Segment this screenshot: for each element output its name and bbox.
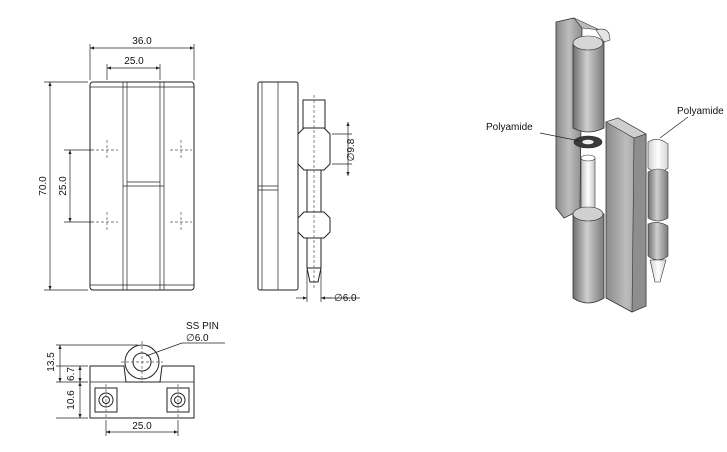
top-height-lower-label: 10.6 <box>66 390 77 410</box>
front-width-overall-label: 36.0 <box>132 36 152 47</box>
iso-pin <box>580 157 596 211</box>
side-pin-profile <box>297 95 331 290</box>
top-height-total-label: 13.5 <box>46 352 57 372</box>
top-view: SS PIN ∅6.0 13.5 6.7 10.6 25.0 <box>46 321 225 436</box>
front-height-overall-label: 70.0 <box>38 176 49 196</box>
top-mounting-holes <box>94 384 190 418</box>
iso-polyamide-knuckles <box>647 139 669 283</box>
iso-upper-knuckle <box>572 38 605 133</box>
top-pin-note: SS PIN <box>186 321 219 332</box>
iso-label-right: Polyamide <box>677 106 724 117</box>
front-view: 36.0 25.0 70.0 25.0 <box>38 36 195 291</box>
top-hole-spacing-label: 25.0 <box>132 421 152 432</box>
front-hole-spacing-label: 25.0 <box>58 176 69 196</box>
front-hole-centers <box>96 140 192 232</box>
side-pin-diameter-label: ∅6.0 <box>334 293 357 304</box>
front-width-inner-label: 25.0 <box>124 56 144 67</box>
top-height-upper-label: 6.7 <box>66 367 77 381</box>
isometric-view: Polyamide Polyamide <box>486 17 724 313</box>
side-knuckle-diameter-label: ∅9.8 <box>346 138 357 161</box>
iso-lower-knuckle <box>572 209 605 304</box>
iso-label-left: Polyamide <box>486 122 533 133</box>
top-pin-diameter-label: ∅6.0 <box>186 333 209 344</box>
side-view: ∅9.8 ∅6.0 <box>257 81 360 304</box>
